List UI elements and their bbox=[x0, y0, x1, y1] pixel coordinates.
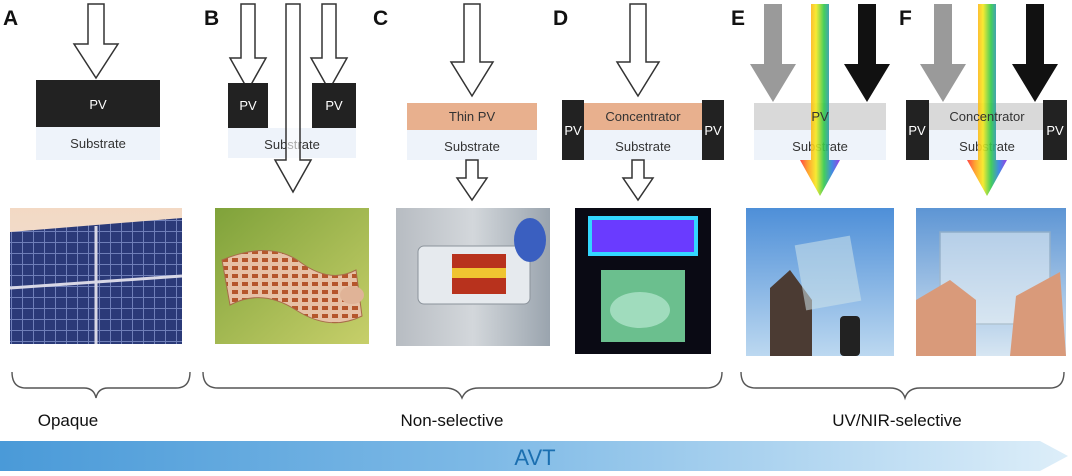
substrate-layer-label: Substrate bbox=[615, 139, 671, 154]
panel-d-letter: D bbox=[553, 7, 568, 30]
ir-arrow-icon bbox=[844, 4, 890, 102]
luminescent-concentrator-photo bbox=[575, 208, 711, 354]
pv-side-right bbox=[702, 100, 724, 160]
panel-a-letter: A bbox=[3, 7, 18, 30]
panel-c: C Thin PV Substrate bbox=[373, 3, 550, 346]
pv-side-left-label: PV bbox=[564, 123, 582, 138]
pv-layer-label: PV bbox=[89, 97, 107, 112]
pv-side-left bbox=[562, 100, 584, 160]
panel-a: A PV Substrate bbox=[3, 3, 183, 344]
uv-arrow-icon bbox=[920, 4, 966, 102]
brace-non-selective bbox=[202, 371, 723, 400]
concentrator-layer bbox=[584, 103, 702, 130]
visible-light-arrow-icon bbox=[800, 4, 840, 196]
ir-arrow-icon bbox=[1012, 4, 1058, 102]
panel-f: F Substrate Concentrator PV PV bbox=[899, 4, 1067, 356]
substrate-layer-label: Substrate bbox=[444, 139, 500, 154]
pv-block-left-label: PV bbox=[239, 98, 257, 113]
pv-side-right-label: PV bbox=[1046, 123, 1064, 138]
panel-c-letter: C bbox=[373, 7, 388, 30]
thin-pv-layer bbox=[407, 103, 537, 130]
light-arrow-icon bbox=[273, 3, 313, 194]
light-arrow-icon bbox=[621, 159, 655, 202]
light-arrow-icon bbox=[615, 3, 661, 98]
panel-e-letter: E bbox=[731, 7, 745, 30]
pv-side-right bbox=[1043, 100, 1067, 160]
panel-e: E Substrate PV bbox=[731, 4, 894, 356]
visible-light-arrow-icon bbox=[967, 4, 1007, 196]
pv-side-left bbox=[906, 100, 929, 160]
pv-block-right-label: PV bbox=[325, 98, 343, 113]
substrate-layer bbox=[584, 130, 702, 160]
light-arrow-icon bbox=[309, 3, 349, 92]
pv-side-left-label: PV bbox=[908, 123, 926, 138]
brace-opaque bbox=[11, 371, 191, 399]
light-arrow-icon bbox=[228, 3, 268, 92]
transparent-pv-photo bbox=[746, 208, 894, 356]
uv-arrow-icon bbox=[750, 4, 796, 102]
concentrator-layer-label: Concentrator bbox=[605, 109, 681, 124]
flexible-pv-photo bbox=[215, 208, 369, 344]
thin-pv-layer-label: Thin PV bbox=[449, 109, 496, 124]
brace-uv-nir-selective bbox=[740, 371, 1065, 401]
concentrator-layer-label: Concentrator bbox=[949, 109, 1025, 124]
light-arrow-icon bbox=[455, 159, 489, 202]
pv-layer-label: PV bbox=[811, 109, 829, 124]
substrate-layer-label: Substrate bbox=[70, 136, 126, 151]
group-label-opaque: Opaque bbox=[38, 411, 99, 430]
pv-block-right bbox=[312, 83, 356, 128]
substrate-layer bbox=[407, 130, 537, 160]
transparent-concentrator-photo bbox=[916, 208, 1066, 356]
light-arrow-icon bbox=[72, 3, 120, 80]
pv-layer bbox=[36, 80, 160, 127]
avt-label: AVT bbox=[514, 445, 555, 470]
pv-block-left bbox=[228, 83, 268, 128]
panel-d: D Concentrator Substrate PV PV bbox=[553, 3, 724, 354]
avt-arrow: AVT bbox=[0, 441, 1068, 471]
solar-panel-photo bbox=[9, 208, 183, 344]
pv-side-right-label: PV bbox=[704, 123, 722, 138]
substrate-layer bbox=[36, 127, 160, 160]
light-arrow-icon bbox=[449, 3, 495, 98]
panel-b-letter: B bbox=[204, 7, 219, 30]
panel-f-letter: F bbox=[899, 7, 912, 30]
group-label-non-selective: Non-selective bbox=[401, 411, 504, 430]
group-label-uv-nir-selective: UV/NIR-selective bbox=[832, 411, 961, 430]
thin-pv-device-photo bbox=[396, 208, 550, 346]
panel-b: B Substrate PV PV bbox=[204, 3, 369, 344]
